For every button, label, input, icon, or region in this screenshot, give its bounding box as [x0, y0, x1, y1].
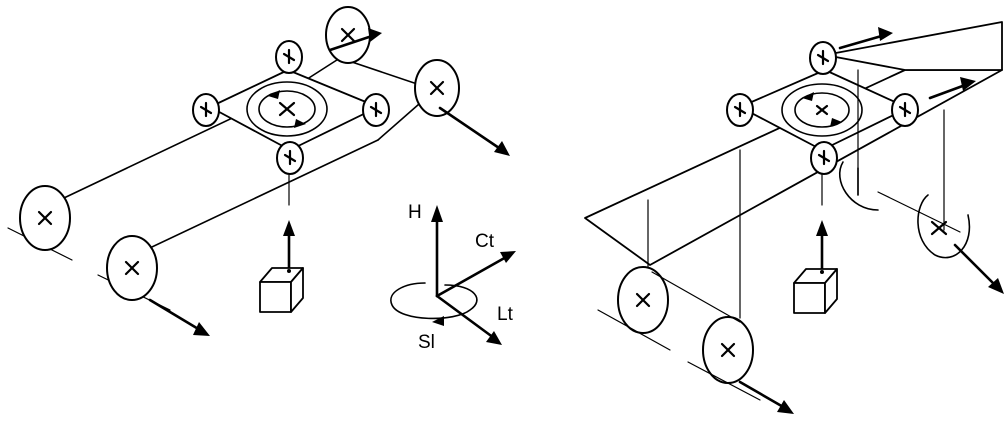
label-ct: Ct	[475, 231, 495, 252]
right-hidden-wheel-b	[917, 194, 971, 259]
left-force-arrow-rear	[148, 298, 202, 332]
axis-sl-arc	[390, 282, 478, 320]
right-load-cube	[793, 268, 838, 314]
axes-legend: H Ct Lt Sl	[390, 202, 516, 353]
label-lt: Lt	[497, 304, 514, 325]
left-turntable-x-b	[278, 101, 296, 117]
left-turntable-inner	[258, 90, 316, 128]
right-ground-line-b	[687, 361, 761, 401]
left-carriage	[7, 6, 510, 336]
axis-lt	[435, 294, 496, 340]
right-turntable-outer	[781, 83, 863, 137]
left-force-arrow-right	[438, 106, 504, 152]
left-force-arrow-top	[328, 33, 377, 52]
right-force-arrow-upper-right	[928, 82, 970, 100]
right-turntable-inner	[794, 92, 850, 128]
left-load-cube	[259, 267, 304, 313]
left-turntable-arrow-a	[268, 90, 280, 99]
right-force-arrow-right	[953, 243, 1000, 290]
axis-ct	[435, 254, 510, 298]
left-turntable-outer	[246, 81, 328, 137]
right-front-plate	[824, 21, 1003, 71]
right-force-arrow-rear	[738, 380, 787, 410]
right-hidden-wheel-a	[838, 161, 879, 211]
label-h: H	[408, 202, 422, 223]
left-rail-lower	[134, 139, 379, 256]
label-sl: Sl	[418, 332, 435, 353]
right-carriage	[584, 21, 1004, 414]
left-turntable-arrow-b	[294, 119, 306, 128]
right-ground-line-a	[597, 309, 671, 351]
right-force-arrow-top	[838, 33, 887, 50]
